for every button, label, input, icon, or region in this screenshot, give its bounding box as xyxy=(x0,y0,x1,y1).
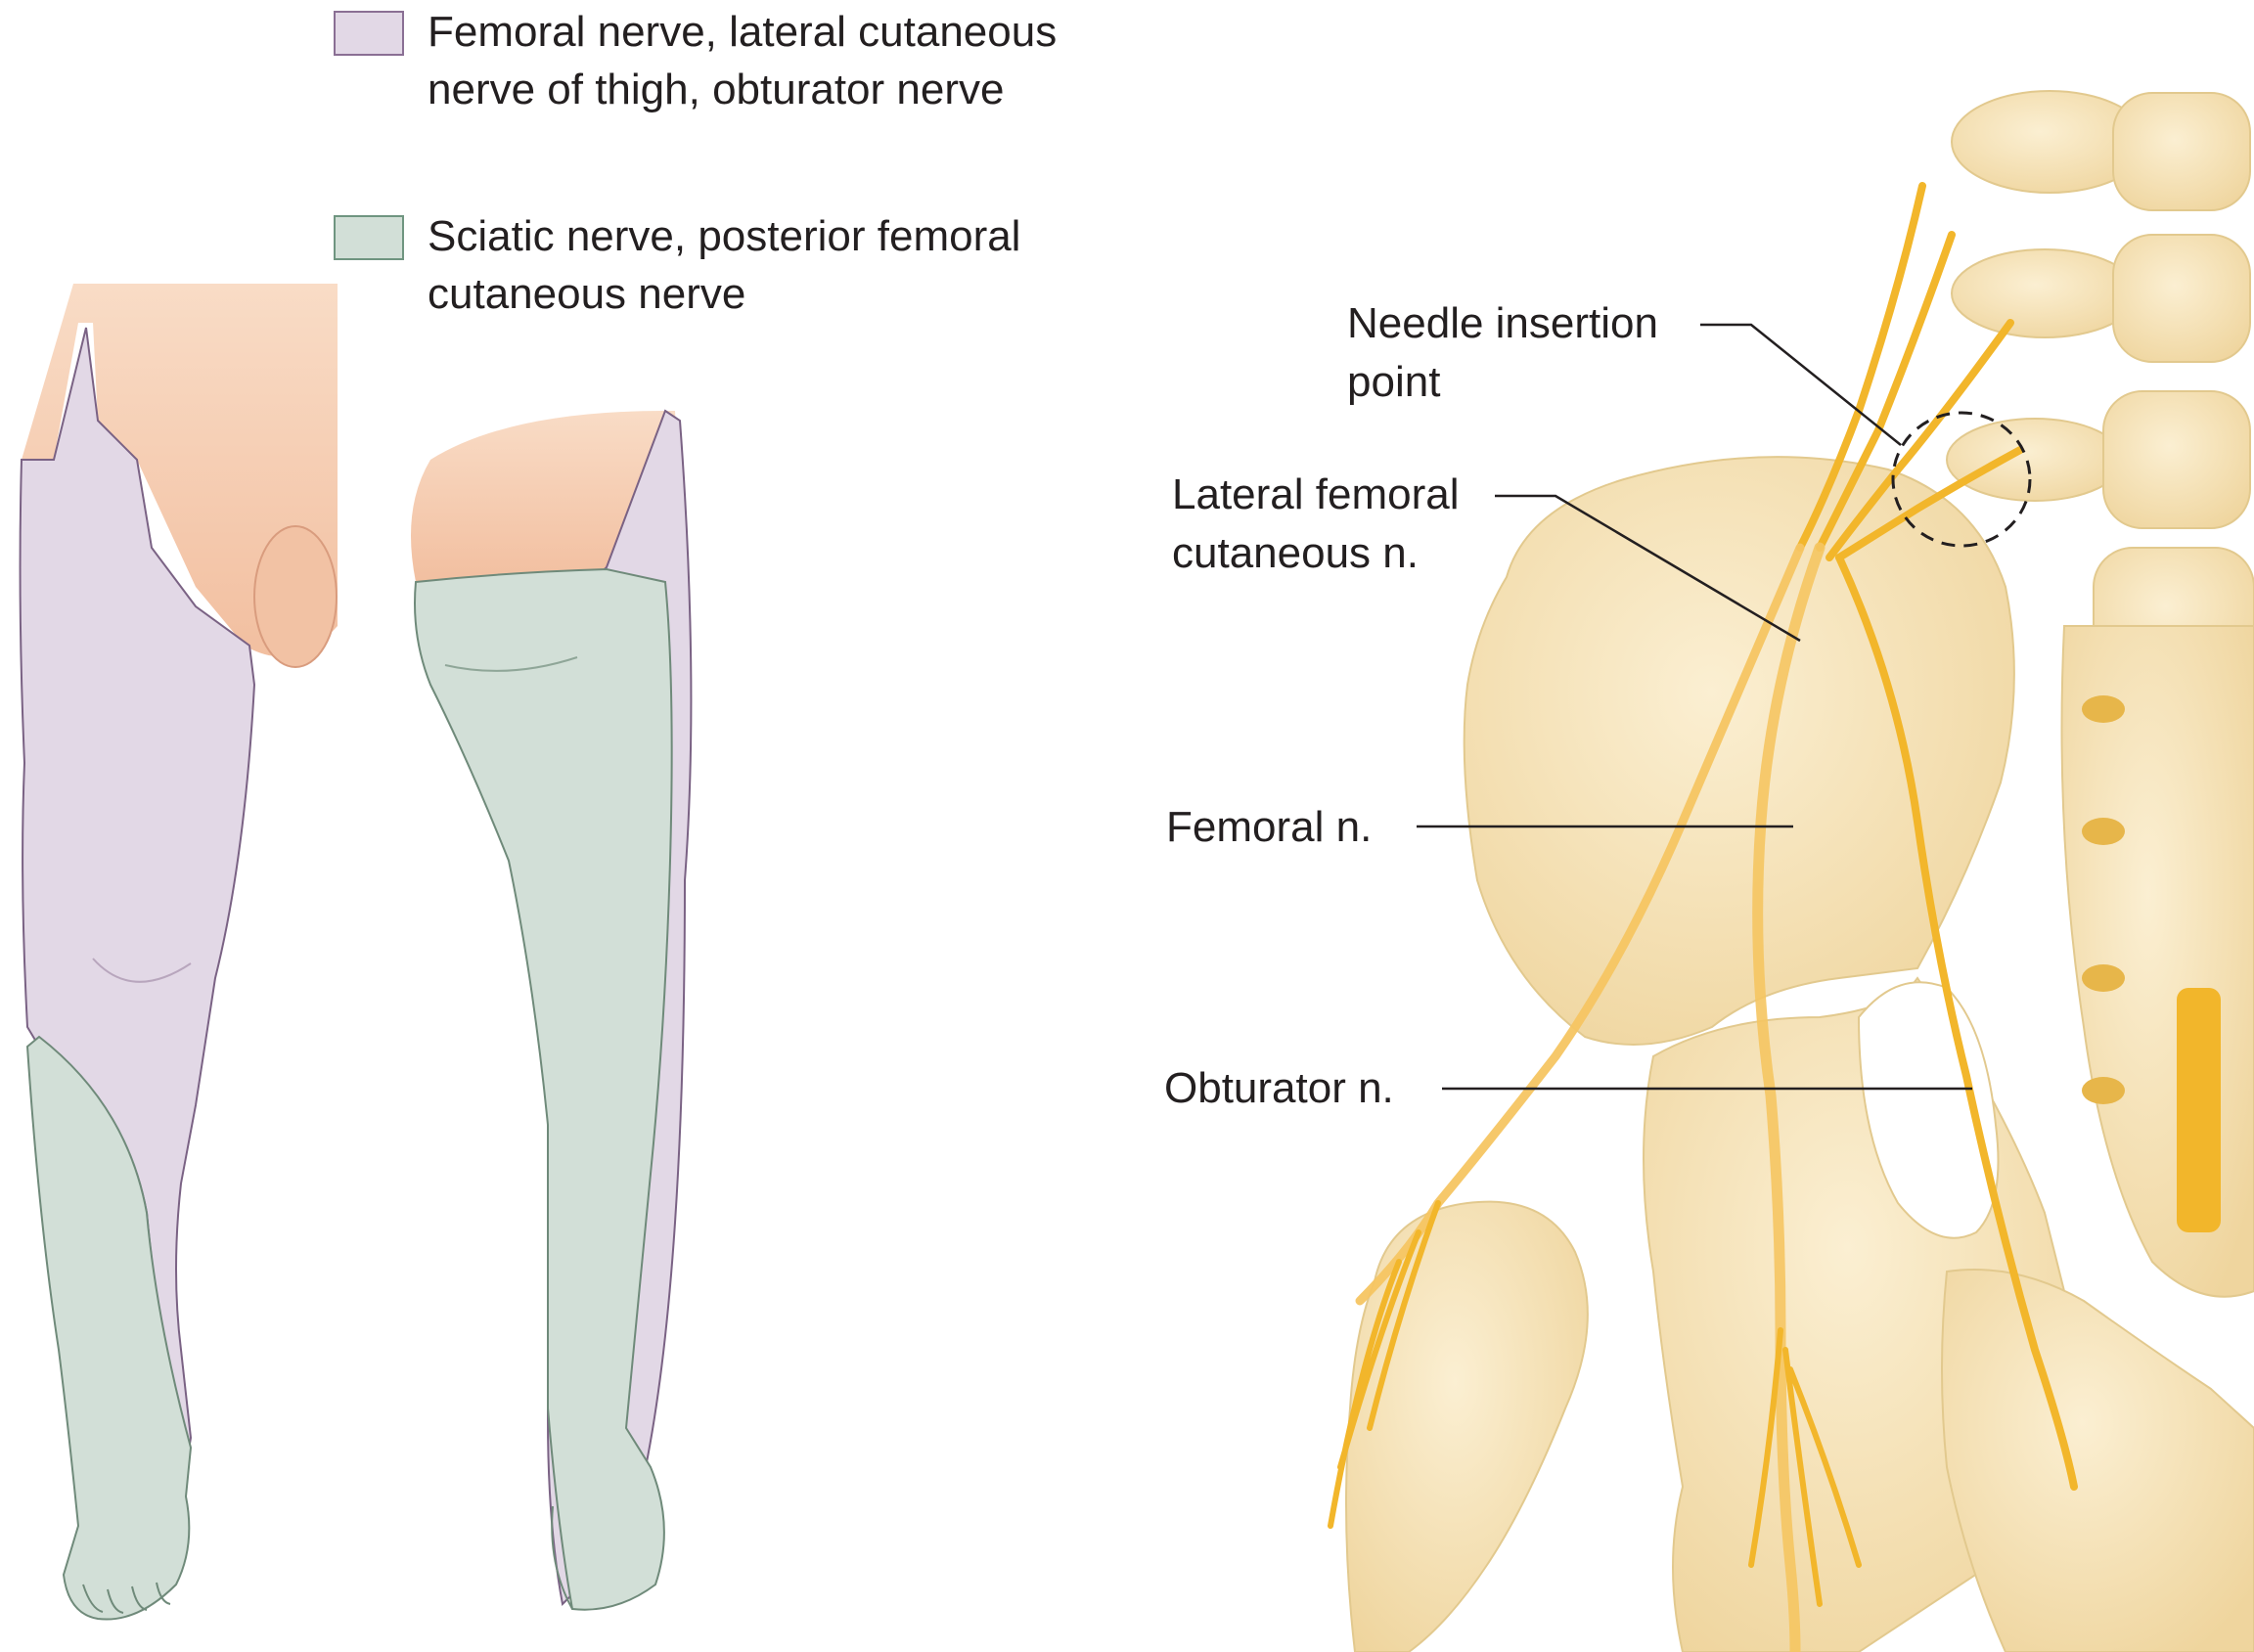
label-needle-line1: Needle insertion xyxy=(1347,299,1658,347)
back-heel-contour xyxy=(551,1505,573,1610)
sacrum xyxy=(2060,625,2254,1298)
obturator-nerve xyxy=(1835,554,2078,1491)
label-lateral-line2: cutaneous n. xyxy=(1172,529,1419,577)
lateral-femoral-branches xyxy=(1328,1200,1441,1529)
front-green-region xyxy=(25,1035,193,1621)
legend-item-femoral: Femoral nerve, lateral cutaneous nerve o… xyxy=(334,8,1057,113)
lumbar-spine xyxy=(1946,90,2254,695)
label-obturator: Obturator n. xyxy=(1164,1064,1394,1112)
back-leg-illustration xyxy=(411,409,693,1611)
pubic-ramus xyxy=(1941,1269,2254,1652)
leader-needle xyxy=(1700,323,1902,446)
lateral-femoral-cutaneous-nerve xyxy=(1355,543,1805,1306)
dashed-circle-marker xyxy=(1891,411,2032,548)
sacral-canal xyxy=(2177,988,2221,1232)
back-gluteal-fold xyxy=(444,656,578,672)
front-toes xyxy=(82,1582,171,1614)
anatomy-labels: Needle insertion point Lateral femoral c… xyxy=(1164,299,1972,1112)
iliac-wing xyxy=(1463,456,2015,1046)
legend-femoral-line1: Femoral nerve, lateral cutaneous xyxy=(428,8,1057,56)
femoral-head xyxy=(1345,1200,1589,1652)
front-genitals xyxy=(253,525,338,668)
pelvis-illustration xyxy=(1328,90,2254,1652)
label-femoral: Femoral n. xyxy=(1166,803,1372,851)
legend-sciatic-line2: cutaneous nerve xyxy=(428,270,745,318)
legend-femoral-line2: nerve of thigh, obturator nerve xyxy=(428,66,1004,113)
sacral-foramina xyxy=(2082,695,2125,1104)
femoral-nerve xyxy=(1752,542,1826,1652)
label-lateral-line1: Lateral femoral xyxy=(1172,470,1459,518)
legend-sciatic-line1: Sciatic nerve, posterior femoral xyxy=(428,212,1020,260)
front-knee-contour xyxy=(92,958,192,983)
legend-item-sciatic: Sciatic nerve, posterior femoral cutaneo… xyxy=(334,212,1020,318)
front-leg-illustration xyxy=(19,284,338,1621)
label-needle-line2: point xyxy=(1347,358,1440,406)
back-green-region xyxy=(414,567,673,1611)
leader-lateral xyxy=(1495,494,1801,643)
lumbar-plexus-nerves xyxy=(1796,182,2024,561)
legend-swatch-purple xyxy=(334,11,404,56)
legend: Femoral nerve, lateral cutaneous nerve o… xyxy=(334,8,1057,318)
legend-swatch-green xyxy=(334,215,404,260)
femoral-branches xyxy=(1748,1327,1862,1607)
